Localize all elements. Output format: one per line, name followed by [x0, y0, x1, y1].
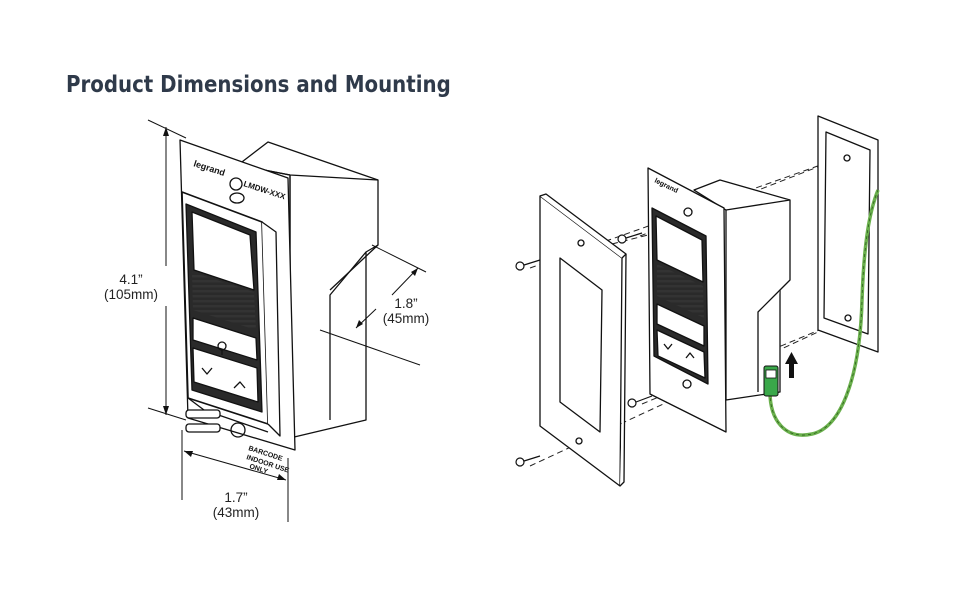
width-metric: (43mm): [212, 505, 260, 520]
plate-screw-hole-top: [577, 239, 585, 247]
plate-screw-hole-bottom: [575, 437, 583, 445]
mount-hole-top: [229, 177, 243, 191]
depth-dimension-label: 1.8” (45mm): [366, 296, 446, 326]
depth-value: 1.8”: [394, 296, 418, 311]
wall-plate: [539, 193, 627, 487]
bulb-icon: [217, 341, 227, 355]
mount-hole-bottom: [230, 422, 246, 438]
page-title: Product Dimensions and Mounting: [66, 72, 451, 98]
height-dimension-label: 4.1” (105mm): [96, 272, 166, 302]
width-dimension-label: 1.7” (43mm): [196, 490, 276, 520]
chevron-up-icon: [233, 381, 246, 389]
height-value: 4.1”: [119, 272, 143, 287]
width-value: 1.7”: [224, 490, 248, 505]
dimension-lines: [147, 119, 427, 522]
dimensioned-device: legrand LMDW-XXX BARCODE INDOOR USE ONLY: [179, 139, 379, 476]
screw-icon: [515, 232, 653, 467]
depth-metric: (45mm): [382, 311, 430, 326]
arrow-up-icon: [785, 352, 798, 378]
height-metric: (105mm): [103, 287, 158, 302]
mounting-device: legrand: [647, 167, 791, 433]
chevron-down-icon: [201, 367, 213, 375]
ground-wire: [763, 189, 880, 437]
